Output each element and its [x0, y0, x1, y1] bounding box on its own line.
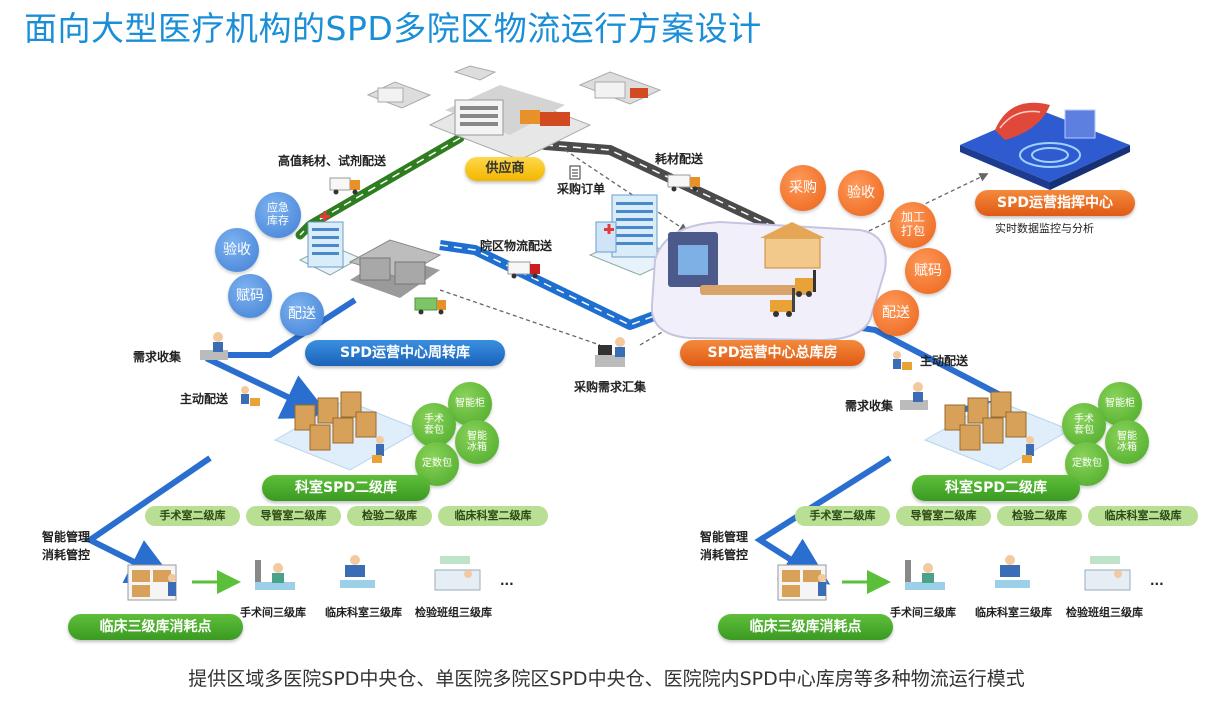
- service-delivery-main: 配送: [873, 290, 919, 336]
- right-tertiary-or: 手术间三级库: [890, 606, 956, 619]
- shelf-icon: [923, 391, 1072, 471]
- person-desk-icon: [595, 337, 625, 367]
- service-coding-main: 赋码: [905, 248, 951, 294]
- surgery-icon: [255, 560, 295, 590]
- order-flow-line: [564, 149, 689, 233]
- surgery-icon: [905, 560, 945, 590]
- purchase-summary-label: 采购需求汇集: [574, 380, 647, 394]
- left-demand-collect: 需求收集: [133, 350, 182, 364]
- main-hub-platform: [650, 220, 887, 342]
- road-blue: [439, 240, 672, 330]
- summary-flow-left: [439, 289, 601, 346]
- service-coding: 赋码: [228, 274, 272, 318]
- service-inspection: 验收: [215, 228, 259, 272]
- right-chip-clinic: 临床科室二级库: [1088, 506, 1198, 526]
- right-bubble-surgical-kit: 手术套包: [1062, 403, 1106, 447]
- surgery-icon: [995, 555, 1030, 588]
- campus-transfer-label: 院区物流配送: [480, 239, 553, 253]
- warehouse-icon: [428, 85, 592, 161]
- right-more: ...: [1150, 574, 1164, 588]
- left-chip-or: 手术室二级库: [145, 506, 240, 526]
- road-gray: [540, 140, 775, 230]
- service-processing: 加工打包: [890, 202, 936, 248]
- command-center-icon: [960, 102, 1130, 190]
- supplier-label: 供应商: [465, 157, 545, 181]
- forklift-icon: [795, 270, 816, 297]
- shelf-icon: [777, 564, 827, 601]
- person-delivery-icon: [241, 386, 260, 406]
- purchase-order-label: 采购订单: [557, 182, 606, 196]
- surgery-icon: [340, 555, 375, 588]
- left-hub-label: SPD运营中心周转库: [305, 340, 505, 366]
- truck-icon: [507, 261, 540, 279]
- service-purchase: 采购: [780, 165, 826, 211]
- left-active-delivery: 主动配送: [180, 392, 229, 406]
- right-tertiary-lab: 检验班组三级库: [1066, 606, 1143, 619]
- warehouse-icon: [348, 239, 442, 298]
- supplier-building-1: [366, 81, 432, 109]
- command-flow-line: [849, 173, 989, 241]
- left-mgmt-2: 消耗管控: [42, 548, 91, 562]
- supplier-building-2: [453, 65, 497, 81]
- right-bubble-smart-fridge: 智能冰箱: [1105, 420, 1149, 464]
- right-mgmt-1: 智能管理: [700, 530, 749, 544]
- right-demand-collect: 需求收集: [845, 399, 894, 413]
- route-consumables-label: 耗材配送: [655, 152, 704, 166]
- supplier-building-3: [578, 71, 662, 105]
- left-dept-label: 科室SPD二级库: [262, 475, 430, 501]
- service-inspection-main: 验收: [838, 170, 884, 216]
- left-bubble-smart-fridge: 智能冰箱: [455, 420, 499, 464]
- right-tertiary-clinic: 临床科室三级库: [975, 606, 1052, 619]
- lab-icon: [1084, 556, 1131, 591]
- main-hub-label: SPD运营中心总库房: [680, 340, 865, 366]
- document-icon: [569, 165, 581, 180]
- right-flow-arrow-tertiary: [754, 455, 892, 585]
- right-tertiary-label: 临床三级库消耗点: [718, 614, 893, 640]
- left-chip-clinic: 临床科室二级库: [438, 506, 548, 526]
- left-flow-arrow-tertiary: [84, 455, 212, 584]
- left-chip-lab: 检验二级库: [347, 506, 432, 526]
- person-desk-icon: [900, 382, 928, 410]
- left-bubble-surgical-kit: 手术套包: [412, 403, 456, 447]
- right-dept-label: 科室SPD二级库: [912, 475, 1080, 501]
- left-mgmt-1: 智能管理: [42, 530, 91, 544]
- left-more: ...: [500, 574, 514, 588]
- command-center-subtitle: 实时数据监控与分析: [995, 222, 1094, 235]
- left-tertiary-lab: 检验班组三级库: [415, 606, 492, 619]
- route-high-value-label: 高值耗材、试剂配送: [278, 154, 387, 168]
- right-chip-cath: 导管室二级库: [896, 506, 991, 526]
- left-tertiary-label: 临床三级库消耗点: [68, 614, 243, 640]
- person-delivery-icon: [893, 351, 912, 370]
- service-emergency-stock: 应急库存: [255, 192, 301, 238]
- left-tertiary-clinic: 临床科室三级库: [325, 606, 402, 619]
- left-tertiary-or: 手术间三级库: [240, 606, 306, 619]
- truck-icon: [414, 297, 446, 315]
- left-chip-cath: 导管室二级库: [246, 506, 341, 526]
- right-chip-or: 手术室二级库: [795, 506, 890, 526]
- right-active-delivery: 主动配送: [920, 354, 969, 368]
- page-title: 面向大型医疗机构的SPD多院区物流运行方案设计: [24, 9, 762, 48]
- truck-icon: [667, 174, 700, 192]
- right-chip-lab: 检验二级库: [997, 506, 1082, 526]
- truck-icon: [329, 177, 360, 195]
- command-center-label: SPD运营指挥中心: [975, 190, 1135, 216]
- hospital-icon: [588, 194, 682, 276]
- footer-caption: 提供区域多医院SPD中央仓、单医院多院区SPD中央仓、医院院内SPD中心库房等多…: [188, 668, 1025, 690]
- person-desk-icon: [200, 332, 228, 360]
- service-delivery: 配送: [280, 292, 324, 336]
- right-mgmt-2: 消耗管控: [700, 548, 749, 562]
- hospital-icon: [298, 211, 362, 276]
- lab-icon: [434, 556, 481, 591]
- shelf-icon: [127, 564, 177, 601]
